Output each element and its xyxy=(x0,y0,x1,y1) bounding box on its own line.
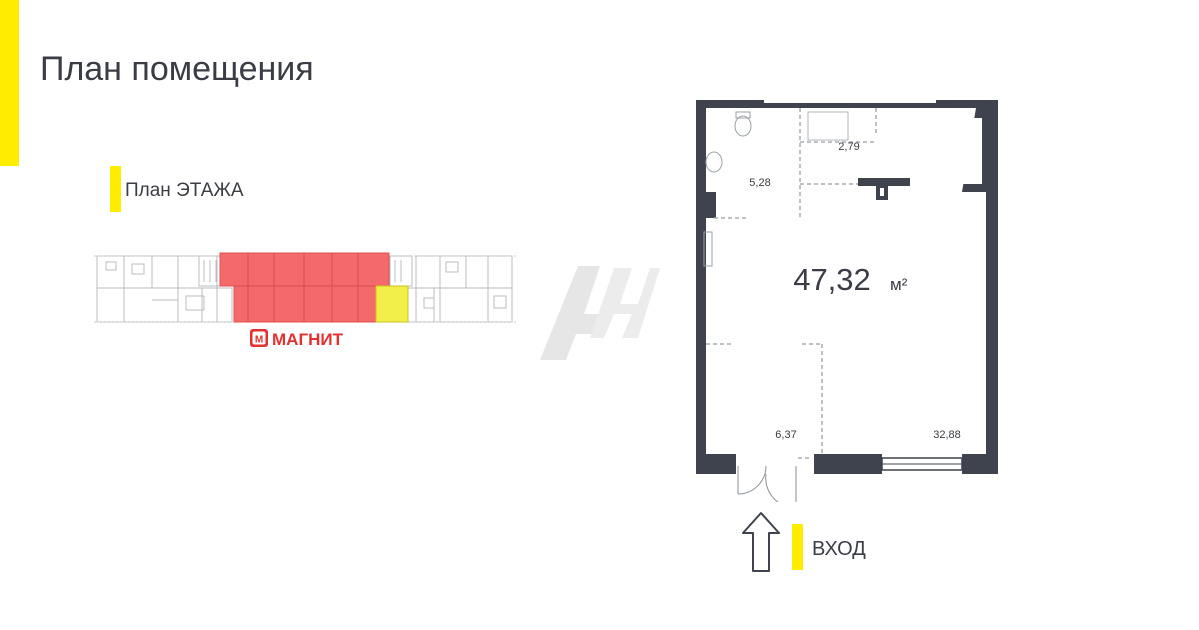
entry-label-marker xyxy=(792,524,803,570)
page-title: План помещения xyxy=(40,50,314,88)
room-area-label: 32,88 xyxy=(933,429,961,441)
tenant-logo-letter: М xyxy=(255,335,263,346)
entrance-label: ВХОД xyxy=(812,538,866,560)
highlighted-unit xyxy=(375,285,409,323)
total-area-value: 47,32 xyxy=(793,262,871,297)
floor-label-marker xyxy=(110,166,121,212)
unit-plan: 2,79 5,28 6,37 32,88 47,32 м² xyxy=(696,100,998,502)
room-area-label: 2,79 xyxy=(838,141,859,153)
tenant-logo: М МАГНИТ xyxy=(250,329,344,349)
floor-plan-label: План ЭТАЖА xyxy=(125,180,244,201)
room-area-label: 5,28 xyxy=(749,177,770,189)
arrow-up-icon xyxy=(742,512,780,572)
watermark-logo: АН xyxy=(540,266,660,360)
room-area-label: 6,37 xyxy=(775,429,796,441)
total-area-unit: м² xyxy=(890,275,908,294)
floor-plan xyxy=(94,252,518,323)
tenant-name: МАГНИТ xyxy=(272,330,344,349)
accent-strip xyxy=(0,0,19,166)
